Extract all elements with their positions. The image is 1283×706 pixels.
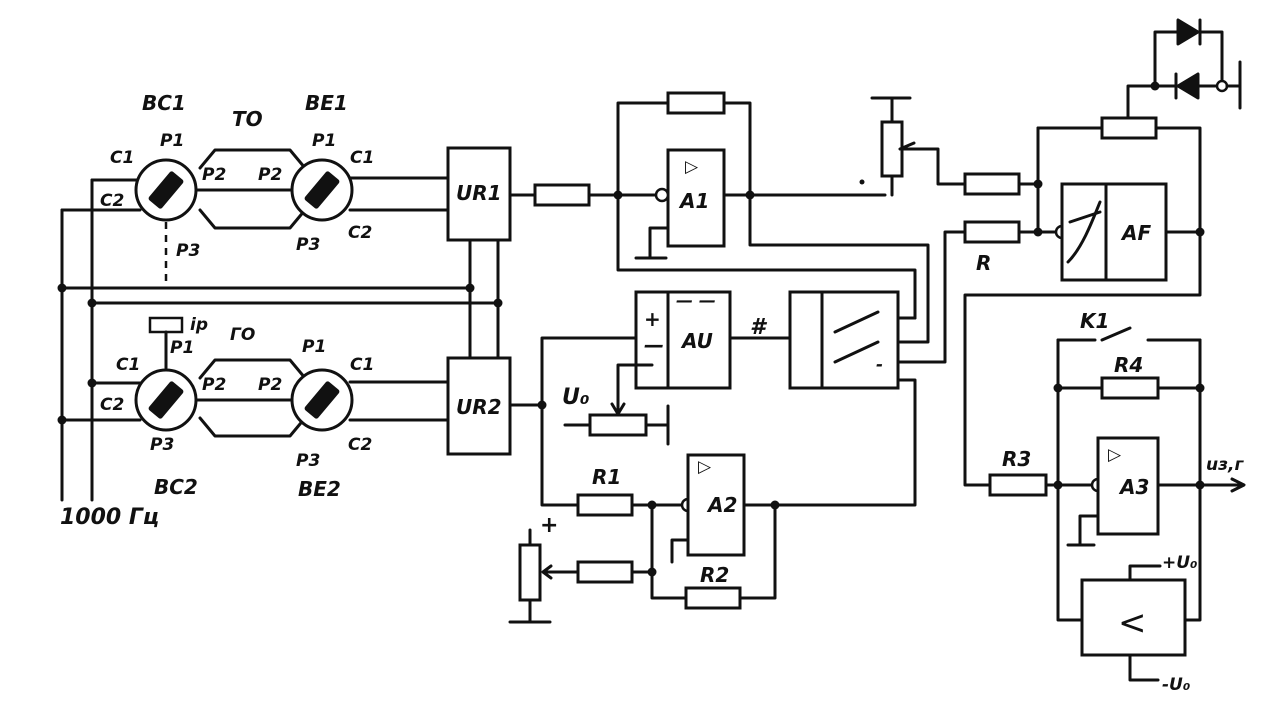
label-p1-be1: P1 (312, 131, 336, 151)
label-r1: R1 (592, 465, 621, 489)
a1-stage (508, 91, 930, 344)
ur2-block (446, 356, 512, 456)
label-a3: A3 (1118, 475, 1149, 499)
label-c2-be1: C2 (348, 223, 372, 243)
diode-network (1126, 18, 1242, 120)
a3-stage (988, 326, 1246, 682)
label-r2: R2 (700, 563, 729, 587)
digital-bus-mark: # (750, 315, 768, 340)
a3-triangle-icon: ▷ (1108, 445, 1122, 465)
label-p3-bc1: P3 (176, 241, 200, 261)
au-stage (508, 230, 967, 507)
label-go: ГО (230, 325, 255, 345)
label-u0: U₀ (562, 385, 590, 410)
label-p3-be2: P3 (296, 451, 320, 471)
label-p2-be2: P2 (258, 375, 282, 395)
switch-minus-mark: - (876, 355, 883, 375)
label-c1-bc1: C1 (110, 148, 134, 168)
label-ur1: UR1 (456, 181, 502, 205)
label-pos-supply: +U₀ (1162, 553, 1198, 573)
comparator-symbol: < (1118, 603, 1147, 643)
label-p1-bc1: P1 (160, 131, 184, 151)
au-minus-sign: — (644, 333, 664, 357)
label-c1-be1: C1 (350, 148, 374, 168)
a2-stage (508, 403, 780, 624)
af-stage (963, 116, 1205, 487)
label-a1: A1 (678, 189, 709, 213)
label-a2: A2 (706, 493, 737, 517)
label-au: AU (680, 329, 713, 353)
label-p2-bc2: P2 (202, 375, 226, 395)
label-p1-be2: P1 (302, 337, 326, 357)
ur1-block (446, 146, 512, 242)
label-be2: BE2 (298, 477, 341, 501)
au-plus-sign: + (644, 307, 661, 331)
label-r3: R3 (1002, 447, 1031, 471)
label-c1-bc2: C1 (116, 355, 140, 375)
a1-triangle-icon: ▷ (685, 157, 699, 177)
label-r4: R4 (1114, 353, 1143, 377)
label-r: R (976, 251, 991, 275)
label-p2-be1: P2 (258, 165, 282, 185)
label-frequency: 1000 Гц (60, 505, 159, 530)
a2-triangle-icon: ▷ (698, 457, 712, 477)
label-c1-be2: C1 (350, 355, 374, 375)
label-plus: + (540, 513, 558, 538)
label-bc2: BC2 (154, 475, 198, 499)
potentiometer-top (859, 96, 967, 197)
label-neg-supply: -U₀ (1162, 675, 1191, 695)
label-c2-bc1: C2 (100, 191, 124, 211)
label-p1-bc2: P1 (170, 338, 194, 358)
synchro-pair-bottom (60, 316, 450, 438)
label-be1: BE1 (305, 91, 348, 115)
synchro-pair-top (60, 148, 450, 285)
label-bc1: BC1 (142, 91, 186, 115)
label-c2-bc2: C2 (100, 395, 124, 415)
labels: BC1 TO BE1 P1 P2 P2 P1 C1 C2 C1 C2 P3 P3… (60, 91, 1244, 695)
label-to: TO (232, 107, 263, 131)
u0-potentiometer (563, 363, 670, 446)
label-ip: iр (190, 315, 208, 335)
au-minus-marks: — — (676, 291, 716, 311)
label-c2-be2: C2 (348, 435, 372, 455)
label-p3-bc2: P3 (150, 435, 174, 455)
label-ur2: UR2 (456, 395, 502, 419)
label-output: uз,г (1206, 455, 1244, 475)
label-p2-bc1: P2 (202, 165, 226, 185)
label-p3-be1: P3 (296, 235, 320, 255)
label-k1: K1 (1080, 309, 1109, 333)
label-af: AF (1120, 221, 1151, 245)
